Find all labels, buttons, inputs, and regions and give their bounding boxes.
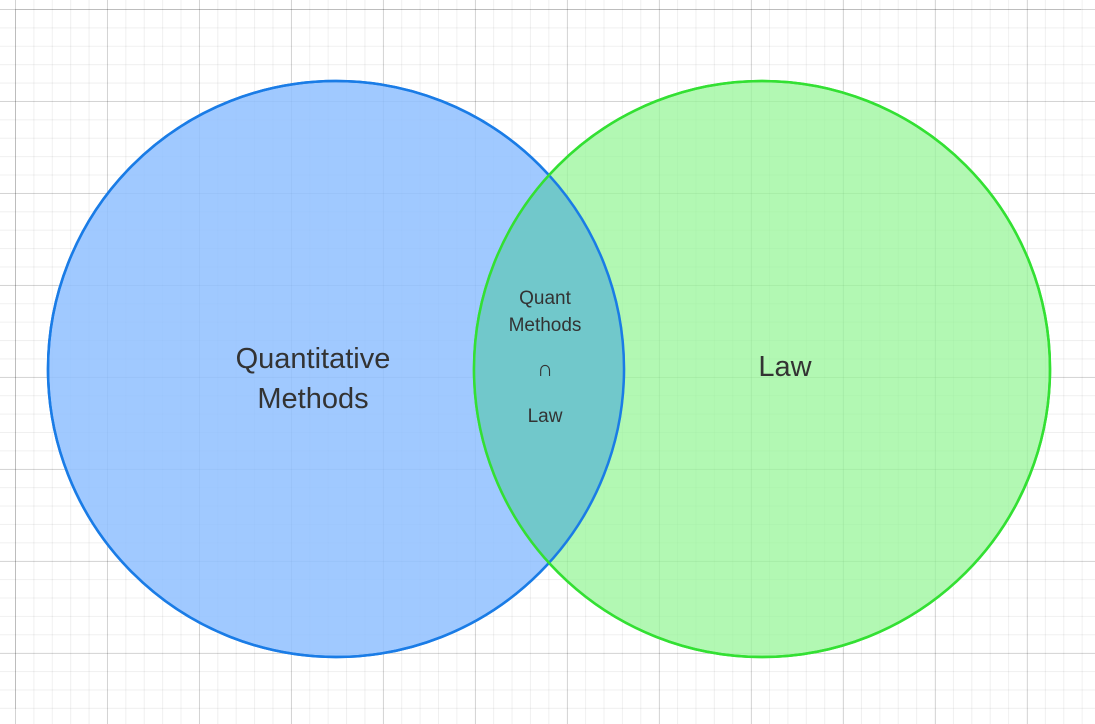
quantitative-methods-outline: [46, 79, 626, 659]
intersection-symbol: ∩: [537, 356, 553, 381]
intersection-label-line2: Methods: [509, 315, 582, 336]
quantitative-methods-label-line1: Quantitative: [236, 343, 391, 375]
law-outline: [472, 79, 1052, 659]
quantitative-methods-label-line2: Methods: [257, 383, 368, 415]
law-label: Law: [758, 351, 812, 383]
intersection-label-line1: Quant: [519, 288, 571, 309]
intersection-law-label: Law: [528, 406, 563, 427]
